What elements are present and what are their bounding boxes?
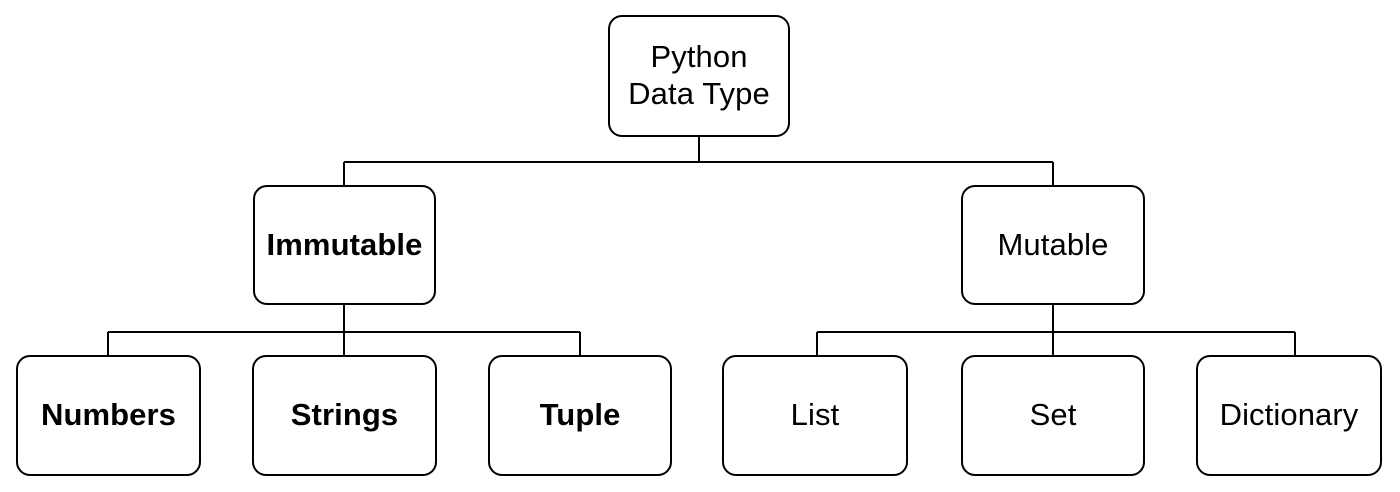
node-label-mutable: Mutable bbox=[997, 226, 1109, 262]
node-immutable: Immutable bbox=[253, 185, 436, 305]
node-label-python-data-type: Python Data Type bbox=[628, 39, 770, 111]
node-numbers: Numbers bbox=[16, 355, 201, 476]
node-list: List bbox=[722, 355, 908, 476]
node-strings: Strings bbox=[252, 355, 437, 476]
node-dictionary: Dictionary bbox=[1196, 355, 1382, 476]
node-label-set: Set bbox=[1029, 397, 1077, 433]
node-label-dictionary: Dictionary bbox=[1219, 397, 1359, 433]
node-label-immutable: Immutable bbox=[266, 226, 423, 262]
node-label-tuple: Tuple bbox=[539, 397, 621, 433]
node-set: Set bbox=[961, 355, 1145, 476]
node-python-data-type: Python Data Type bbox=[608, 15, 790, 137]
node-label-strings: Strings bbox=[290, 397, 399, 433]
node-tuple: Tuple bbox=[488, 355, 672, 476]
node-mutable: Mutable bbox=[961, 185, 1145, 305]
node-label-numbers: Numbers bbox=[40, 397, 177, 433]
node-label-list: List bbox=[790, 397, 840, 433]
